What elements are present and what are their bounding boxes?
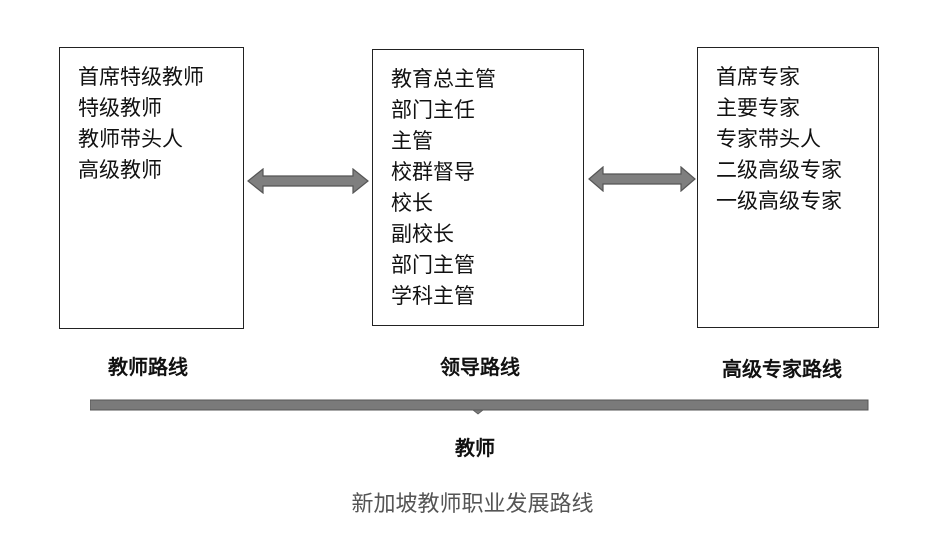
expert-track-item: 一级高级专家 bbox=[716, 189, 842, 213]
double-arrow-icon bbox=[247, 168, 369, 194]
teacher-track-item: 教师带头人 bbox=[78, 127, 183, 151]
leader-track-item: 学科主管 bbox=[391, 284, 475, 308]
expert-track-list: 首席专家 主要专家 专家带头人 二级高级专家 一级高级专家 bbox=[716, 62, 878, 217]
leader-track-item: 部门主任 bbox=[391, 98, 475, 122]
teacher-track-list: 首席特级教师 特级教师 教师带头人 高级教师 bbox=[78, 62, 243, 186]
expert-track-item: 二级高级专家 bbox=[716, 158, 842, 182]
teacher-track-item: 特级教师 bbox=[78, 96, 162, 120]
figure-caption: 新加坡教师职业发展路线 bbox=[351, 492, 594, 517]
leader-track-item: 副校长 bbox=[391, 222, 454, 246]
expert-track-box: 首席专家 主要专家 专家带头人 二级高级专家 一级高级专家 bbox=[697, 47, 879, 328]
teacher-track-item: 高级教师 bbox=[78, 158, 162, 182]
expert-track-item: 首席专家 bbox=[716, 65, 800, 89]
teacher-track-label: 教师路线 bbox=[108, 355, 188, 379]
leader-track-item: 校长 bbox=[391, 191, 433, 215]
leader-track-list: 教育总主管 部门主任 主管 校群督导 校长 副校长 部门主管 学科主管 bbox=[391, 64, 583, 312]
base-bar bbox=[90, 399, 869, 415]
leader-track-item: 主管 bbox=[391, 129, 433, 153]
leader-track-label: 领导路线 bbox=[440, 355, 520, 379]
base-label: 教师 bbox=[455, 436, 495, 460]
expert-track-label: 高级专家路线 bbox=[722, 357, 842, 381]
teacher-track-box: 首席特级教师 特级教师 教师带头人 高级教师 bbox=[59, 47, 244, 329]
expert-track-item: 主要专家 bbox=[716, 96, 800, 120]
leader-track-item: 部门主管 bbox=[391, 253, 475, 277]
double-arrow-icon bbox=[588, 166, 696, 192]
teacher-track-item: 首席特级教师 bbox=[78, 65, 204, 89]
leader-track-item: 教育总主管 bbox=[391, 67, 496, 91]
leader-track-item: 校群督导 bbox=[391, 160, 475, 184]
leader-track-box: 教育总主管 部门主任 主管 校群督导 校长 副校长 部门主管 学科主管 bbox=[372, 49, 584, 326]
expert-track-item: 专家带头人 bbox=[716, 127, 821, 151]
